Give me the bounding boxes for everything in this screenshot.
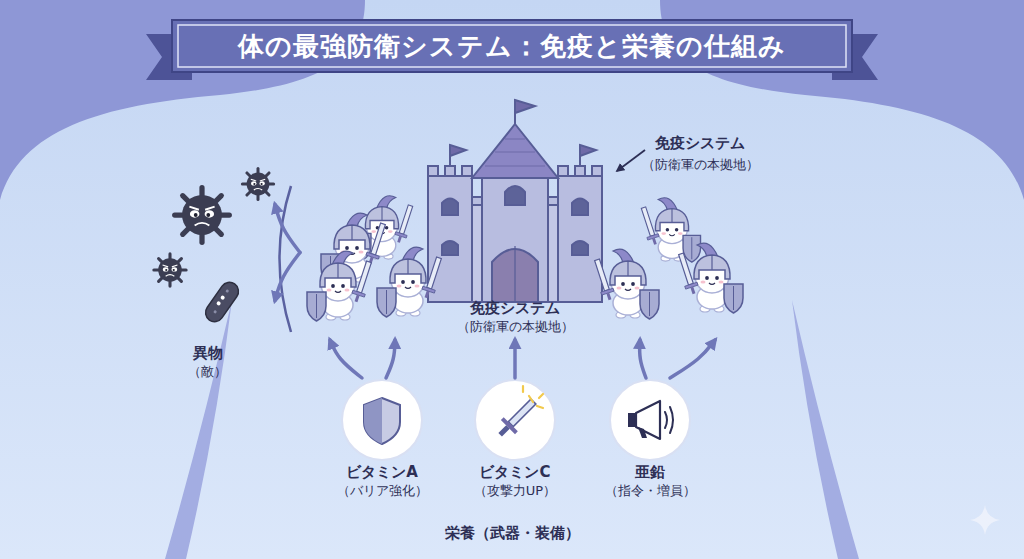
node-subtitle: （指令・増員） (605, 482, 696, 500)
callout-leader (617, 150, 645, 171)
nutrient-circle: ビタミンA（バリア強化） (312, 378, 452, 503)
node-subtitle: （敵） (188, 363, 227, 381)
effect-arrow (275, 205, 300, 253)
node-title: 免疫システム (470, 298, 560, 318)
arm-line (792, 300, 859, 559)
title-ribbon (146, 20, 878, 80)
diagram-title: 体の最強防衛システム：免疫と栄養の仕組み (172, 20, 852, 72)
effect-arrow (640, 340, 646, 378)
effect-arrow (275, 253, 300, 301)
enemy-group: 異物（敵） (140, 160, 275, 385)
mega-icon (628, 401, 673, 439)
node-subtitle: （バリア強化） (337, 482, 428, 500)
node-subtitle: （防衛軍の本拠地） (457, 318, 574, 336)
circle-outline (610, 380, 690, 460)
sparkle (970, 505, 1000, 535)
effect-arrow (513, 340, 517, 378)
callout-subtitle: （防衛軍の本拠地） (620, 156, 780, 174)
node-subtitle: （攻撃力UP） (474, 482, 556, 500)
nutrient-circle-shape (312, 378, 452, 462)
circle-outline (475, 380, 555, 460)
arm-line (165, 300, 232, 559)
nutrient-circle-shape (580, 378, 720, 462)
nutrient-circle: ビタミンC（攻撃力UP） (445, 378, 585, 503)
node-title: 亜鉛 (635, 462, 665, 482)
nutrient-circle: 亜鉛（指令・増員） (580, 378, 720, 503)
node-title: ビタミンA (346, 462, 418, 482)
effect-arrow (330, 340, 362, 378)
shield-icon (364, 398, 400, 444)
callout-title: 免疫システム (620, 134, 780, 153)
castle (428, 100, 602, 302)
effect-arrow (670, 340, 715, 378)
node-title: ビタミンC (479, 462, 550, 482)
sword-icon (493, 386, 543, 442)
knights (307, 196, 743, 321)
node-title: 異物 (193, 343, 223, 363)
germs (154, 168, 274, 325)
effect-arrow (386, 340, 395, 378)
barrier-line (280, 186, 292, 332)
group-label: 栄養（武器・装備） (400, 524, 624, 543)
circle-outline (342, 380, 422, 460)
nutrient-circle-shape (445, 378, 585, 462)
